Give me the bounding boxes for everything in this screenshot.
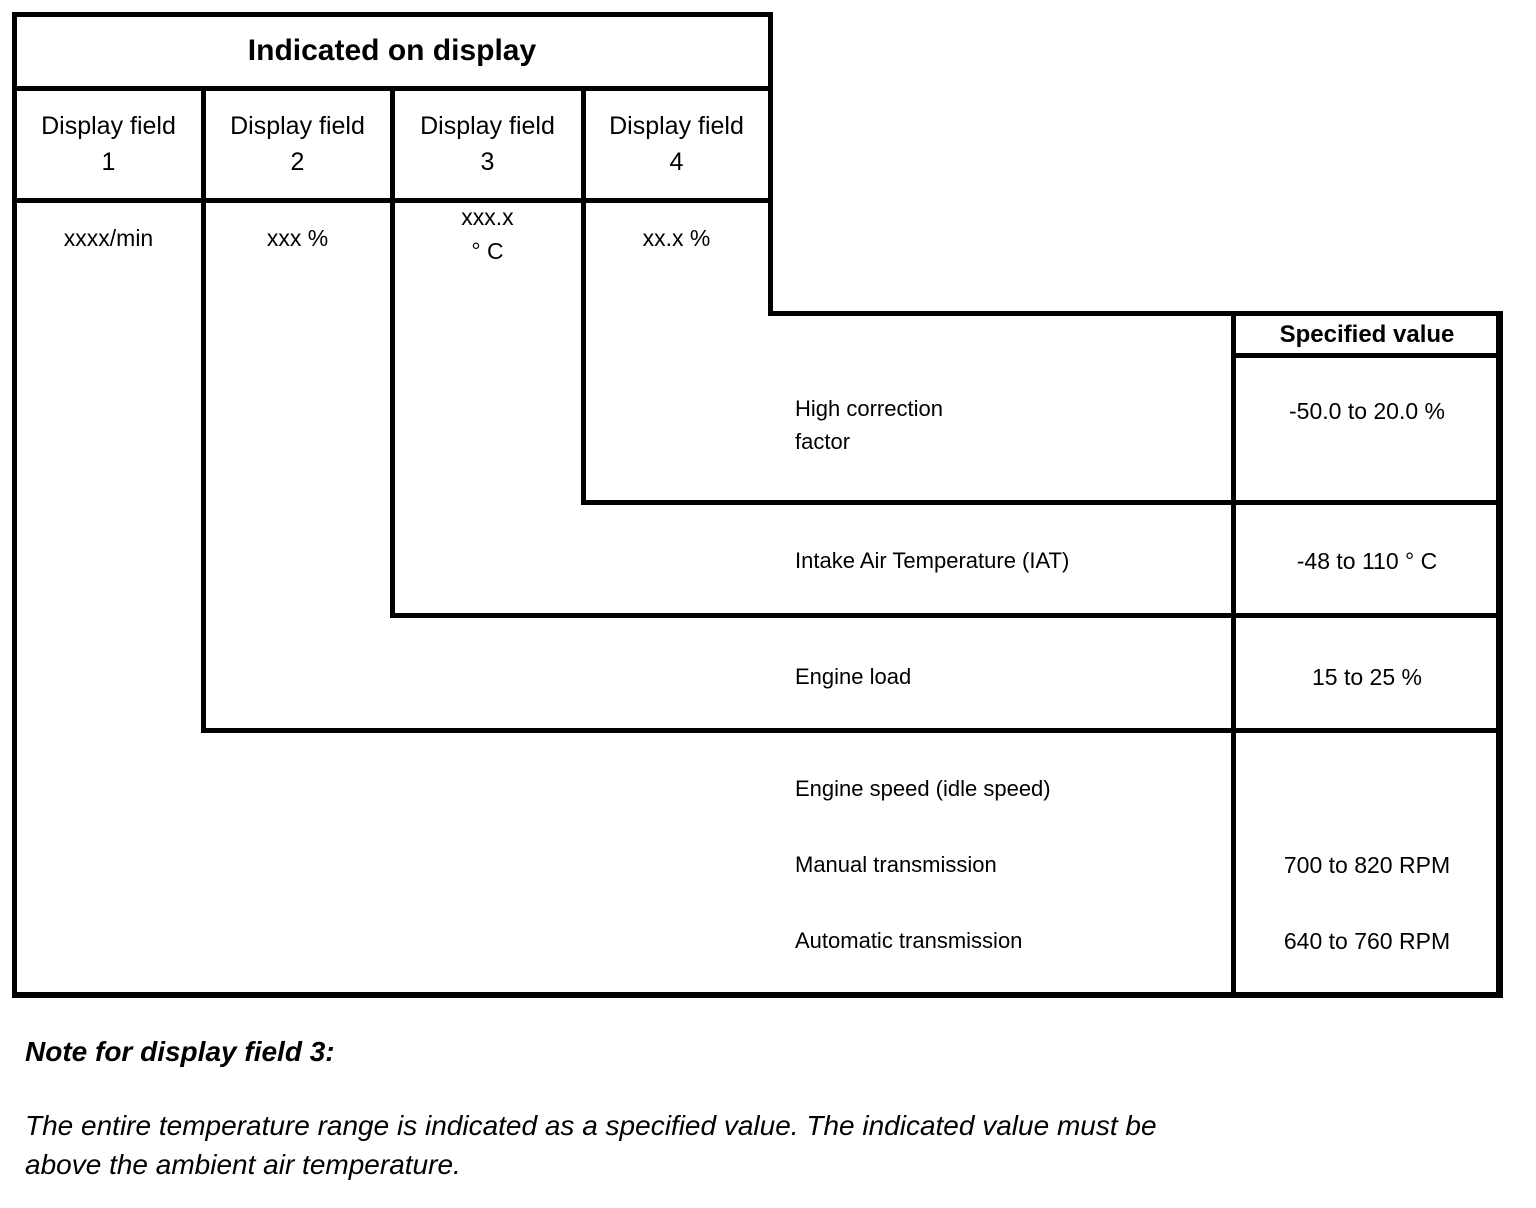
spec-value-engine-load: 15 to 25 % <box>1312 664 1422 690</box>
note-heading: Note for display field 3: <box>25 1036 335 1067</box>
spec-value-column-header: Specified value <box>1279 320 1455 348</box>
field4-connector-vline <box>581 86 586 505</box>
display-field-4-header: Display field 4 <box>609 111 744 176</box>
display-field-1-header: Display field 1 <box>41 111 176 176</box>
field2-connector-hline <box>390 613 1503 618</box>
display-table-top-border <box>12 12 773 17</box>
display-field-1-format: xxxx/min <box>63 224 154 251</box>
field4-connector-hline <box>768 311 1503 316</box>
spec-value-manual-transmission: 700 to 820 RPM <box>1283 852 1451 878</box>
note-body: The entire temperature range is indicate… <box>25 1110 1157 1181</box>
param-label-automatic-transmission: Automatic transmission <box>795 928 1023 953</box>
spec-table-bottom-border <box>12 992 1503 998</box>
param-label-manual-transmission: Manual transmission <box>795 852 997 877</box>
param-label-engine-load: Engine load <box>795 664 912 689</box>
display-table-title: Indicated on display <box>247 34 537 67</box>
spec-value-intake-air-temperature: -48 to 110 ° C <box>1296 548 1438 574</box>
param-label-high-correction-factor: High correction factor <box>795 396 943 454</box>
spec-header-underline <box>1231 353 1503 358</box>
spec-column-right-border <box>1496 311 1503 998</box>
param-label-engine-speed-idle: Engine speed (idle speed) <box>795 776 1051 801</box>
spec-column-left-border <box>1231 311 1236 998</box>
field1-connector-hline <box>201 728 1503 733</box>
display-field-3-header: Display field 3 <box>420 111 555 176</box>
spec-value-high-correction-factor: -50.0 to 20.0 % <box>1289 398 1445 424</box>
display-field-4-format: xx.x % <box>642 224 711 251</box>
display-field-2-format: xxx % <box>266 224 329 251</box>
display-field-3-format: xxx.x ° C <box>461 203 514 265</box>
display-table-right-border <box>768 12 773 316</box>
field3-connector-hline <box>581 500 1503 505</box>
field3-connector-vline <box>390 86 395 618</box>
param-label-intake-air-temperature: Intake Air Temperature (IAT) <box>795 548 1070 573</box>
field1-connector-left-border <box>12 12 17 998</box>
spec-value-automatic-transmission: 640 to 760 RPM <box>1283 928 1451 954</box>
field2-connector-vline <box>201 86 206 733</box>
display-field-2-header: Display field 2 <box>230 111 365 176</box>
